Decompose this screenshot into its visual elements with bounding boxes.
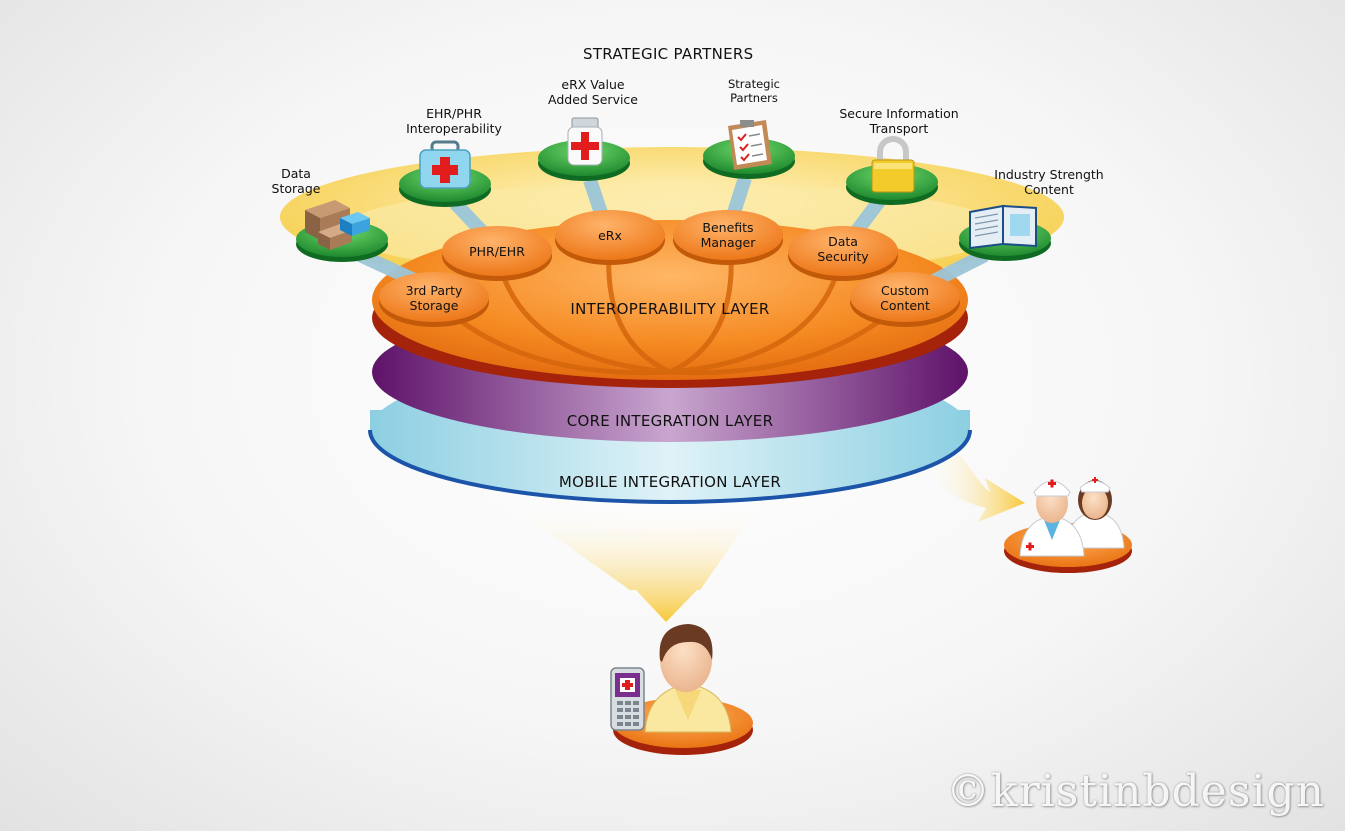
partner-label-strategic: Strategic Partners xyxy=(728,77,780,105)
partner-label-erx-value: eRX Value Added Service xyxy=(548,77,638,107)
clipboard-icon xyxy=(728,120,772,170)
open-book-icon xyxy=(969,204,1037,250)
arrow-to-patient xyxy=(510,505,760,622)
module-3rd-party-storage: 3rd Party Storage xyxy=(405,283,463,313)
watermark: ©kristinbdesign xyxy=(946,766,1325,817)
boxes-icon xyxy=(305,200,370,250)
module-phr-ehr: PHR/EHR xyxy=(469,244,525,259)
module-erx: eRx xyxy=(598,228,622,243)
module-discs xyxy=(379,210,960,327)
core-integration-layer-label: CORE INTEGRATION LAYER xyxy=(566,412,774,430)
partner-label-ehr-phr: EHR/PHR Interoperability xyxy=(406,106,502,136)
module-benefits-manager: Benefits Manager xyxy=(700,220,756,250)
medical-kit-icon xyxy=(419,140,471,189)
arrow-to-clinicians xyxy=(925,455,1025,522)
partner-label-industry-content: Industry Strength Content xyxy=(994,167,1104,197)
strategic-partners-title: STRATEGIC PARTNERS xyxy=(583,45,754,63)
nurses-icon xyxy=(1004,477,1132,573)
partner-label-secure-transport: Secure Information Transport xyxy=(839,106,959,136)
padlock-icon xyxy=(871,136,915,193)
partner-label-data-storage: Data Storage xyxy=(271,166,321,196)
module-data-security: Data Security xyxy=(817,234,869,264)
module-custom-content: Custom Content xyxy=(880,283,930,313)
patient-with-phone-icon xyxy=(610,624,753,755)
mobile-integration-layer-label: MOBILE INTEGRATION LAYER xyxy=(558,473,782,491)
interoperability-layer-label: INTEROPERABILITY LAYER xyxy=(570,300,770,318)
pill-bottle-icon xyxy=(567,117,603,166)
